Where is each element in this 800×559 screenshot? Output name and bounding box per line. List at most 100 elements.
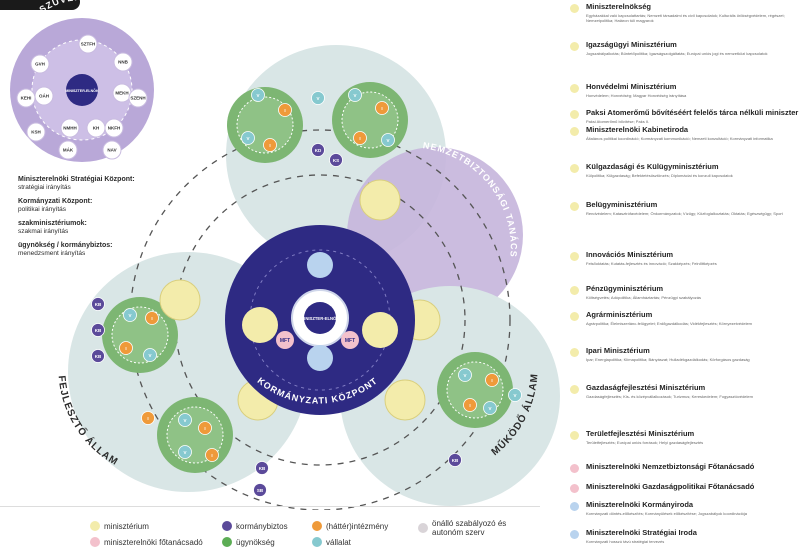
ministry-entry-dot — [570, 484, 579, 493]
unit-node — [485, 373, 499, 387]
unit-node — [241, 131, 255, 145]
unit-node — [463, 398, 477, 412]
ministry-entry-dot — [570, 348, 579, 357]
unit-node — [311, 91, 325, 105]
unit-node-label: V — [386, 138, 389, 143]
unit-node — [348, 88, 362, 102]
nsc-node — [86, 118, 106, 138]
role-government-center: Kormányzati Központ: politikai irányítás — [18, 198, 93, 213]
unit-node-label: I — [491, 378, 492, 383]
unit-node — [508, 388, 522, 402]
ministry-entry-description: Honvédelem; Honvédség; Magyar Honvédség … — [586, 93, 687, 98]
unit-node-label: V — [148, 353, 151, 358]
ministry-entry-description: Paksi Atomerőmű bővítése; Paks II. — [586, 119, 650, 124]
nsc-node-label: NAV — [107, 148, 116, 153]
nsc-node-label: KEHI — [21, 96, 32, 101]
nsc-node — [58, 140, 78, 160]
unit-node — [145, 311, 159, 325]
legend-item-agency: ügynökség — [222, 537, 275, 547]
nsc-node-label: MÁK — [63, 147, 74, 153]
unit-node-label: KB — [452, 458, 459, 463]
ministry-entry-title: Gazdaságfejlesztési Minisztérium — [586, 383, 706, 392]
ministry-entry-dot — [570, 502, 579, 511]
ministry-entry-title: Honvédelmi Minisztérium — [586, 82, 677, 91]
unit-node-label: V — [246, 136, 249, 141]
advisor-badge-label: MFT — [345, 338, 355, 344]
unit-node-label: I — [204, 426, 205, 431]
unit-node-label: KB — [259, 466, 266, 471]
legend: minisztérium kormánybiztos (háttér)intéz… — [0, 506, 540, 557]
ministry-entry-title: Igazságügyi Minisztérium — [586, 40, 677, 49]
legend-item-institution: (háttér)intézmény — [312, 521, 388, 531]
unit-node — [458, 368, 472, 382]
legend-swatch — [312, 521, 322, 531]
ministry-entry-dot — [570, 431, 579, 440]
nsc-node — [128, 88, 148, 108]
nsc-center-label: MINISZTER-ELNÖK — [65, 88, 99, 93]
legend-swatch — [222, 537, 232, 547]
nsc-node — [113, 52, 133, 72]
ministry-entry-title: Miniszterelnöki Kormányiroda — [586, 500, 694, 509]
ministry-entry-description: Általános politikai koordináció; Kormány… — [586, 136, 773, 141]
ministry-entry-dot — [570, 312, 579, 321]
unit-node — [251, 88, 265, 102]
unit-node-label: V — [183, 418, 186, 423]
unit-node-label: V — [183, 450, 186, 455]
unit-node-label: I — [211, 453, 212, 458]
ministry-entry-description: Felsőoktatás; Kutatás-fejlesztés és inno… — [586, 261, 717, 266]
nsc-node — [60, 118, 80, 138]
ministry-entry-description: Rendvédelem; Katasztrófavédelem; Önkormá… — [586, 211, 783, 216]
legend-swatch — [222, 521, 232, 531]
advisor-badge — [341, 331, 359, 349]
unit-node — [448, 453, 462, 467]
role-ministries: szakminisztériumok: szakmai irányítás — [18, 220, 87, 235]
ministry-entry-dot — [570, 42, 579, 51]
unit-node-label: V — [488, 406, 491, 411]
unit-node — [91, 323, 105, 337]
unit-node-label: V — [256, 93, 259, 98]
ministry-entry-title: Miniszterelnöki Gazdaságpolitikai Főtaná… — [586, 482, 755, 491]
nsc-node — [26, 122, 46, 142]
unit-node-label: V — [353, 93, 356, 98]
ministry-entry-dot — [570, 110, 579, 119]
unit-node — [311, 143, 325, 157]
unit-node — [381, 133, 395, 147]
ministry-entry-dot — [570, 286, 579, 295]
ministry-entry-title: Miniszterelnökség — [586, 2, 652, 11]
legend-item-company: vállalat — [312, 537, 351, 547]
nsc-node-label: GVH — [35, 62, 45, 67]
unit-node — [91, 297, 105, 311]
unit-node — [119, 341, 133, 355]
unit-node — [91, 349, 105, 363]
nsc-node-label: MEKH — [115, 91, 128, 96]
ministry-entry-description: Ipar; Energiapolitika; Klímapolitika; Bá… — [586, 357, 750, 362]
nsc-node-label: NMHH — [63, 126, 77, 131]
advisor-badge — [276, 331, 294, 349]
unit-node-label: I — [359, 136, 360, 141]
unit-node-label: V — [463, 373, 466, 378]
ministry-entry-dot — [570, 202, 579, 211]
role-descriptions: Miniszterelnöki Stratégiai Központ: stra… — [18, 176, 178, 264]
unit-node — [353, 131, 367, 145]
unit-node-label: KD — [315, 148, 322, 153]
unit-node-label: I — [284, 108, 285, 113]
unit-node — [253, 483, 267, 497]
ministry-entry-dot — [570, 84, 579, 93]
ministry-entry-dot — [570, 530, 579, 539]
advisor-badge-label: MFT — [280, 338, 290, 344]
ministry-entry-title: Paksi Atomerőmű bővítéséért felelős tárc… — [586, 108, 799, 117]
unit-node — [375, 101, 389, 115]
ministry-entry-dot — [570, 127, 579, 136]
unit-node-label: KS — [333, 158, 339, 163]
unit-node — [483, 401, 497, 415]
ministry-entry-dot — [570, 464, 579, 473]
ministry-entry-description: Költségvetés; Adópolitika; Államháztartá… — [586, 295, 701, 300]
unit-node — [198, 421, 212, 435]
ministry-entry-dot — [570, 164, 579, 173]
nsc-node — [30, 54, 50, 74]
legend-item-advisor: miniszterelnöki főtanácsadó — [90, 537, 203, 547]
legend-swatch — [418, 523, 428, 533]
unit-node-label: KB — [95, 328, 102, 333]
legend-swatch — [90, 537, 100, 547]
